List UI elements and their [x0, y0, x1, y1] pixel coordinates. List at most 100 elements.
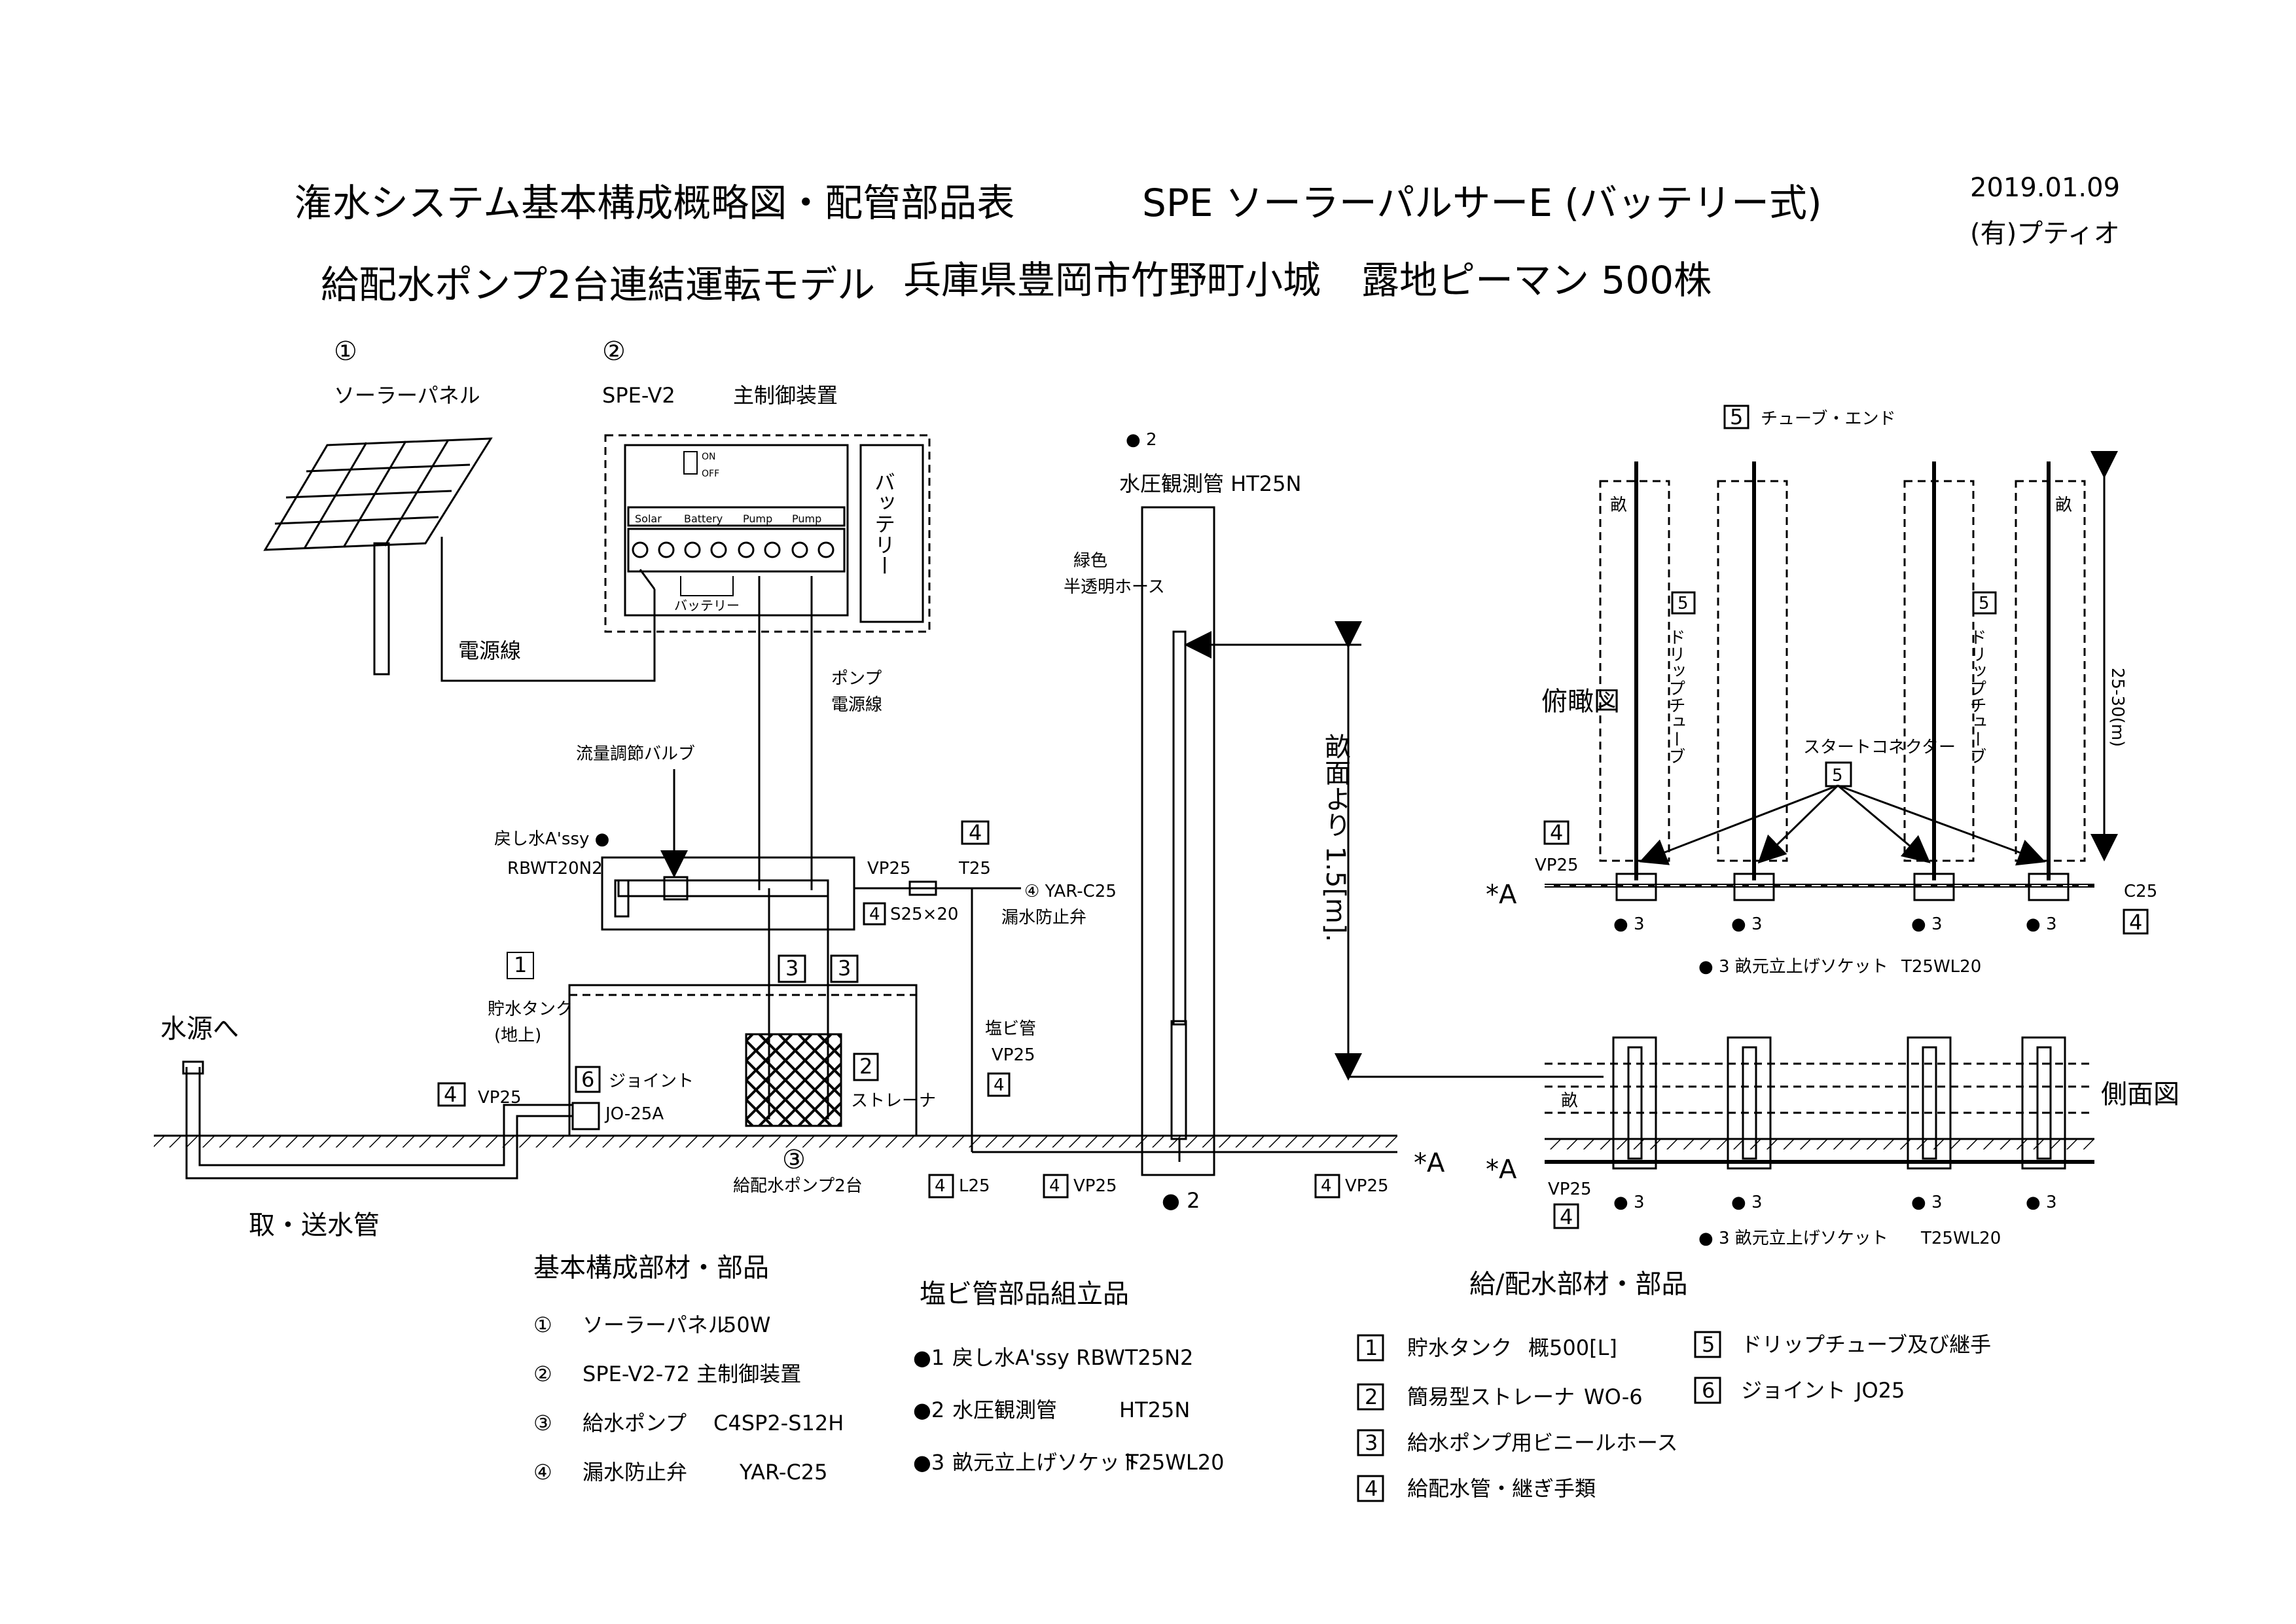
section-a-top: *A — [1486, 880, 1517, 910]
svg-text:③: ③ — [533, 1411, 552, 1435]
svg-text:4: 4 — [935, 1176, 946, 1196]
section-a-left: *A — [1414, 1148, 1445, 1178]
svg-text:VP25: VP25 — [1548, 1180, 1592, 1199]
svg-text:T25WL20: T25WL20 — [1901, 957, 1981, 977]
return-assy-label: 戻し水A'ssy ● — [494, 829, 609, 849]
svg-text:● 2: ● 2 — [1162, 1188, 1200, 1213]
svg-text:T25WL20: T25WL20 — [1920, 1229, 2001, 1248]
svg-text:● 3: ● 3 — [1731, 1193, 1763, 1212]
svg-text:5: 5 — [1677, 594, 1689, 613]
page-title: 潅水システム基本構成概略図・配管部品表 — [295, 181, 1014, 225]
length-label: 25-30(m) — [2108, 668, 2127, 747]
svg-text:Battery: Battery — [684, 513, 723, 525]
svg-text:50W: 50W — [723, 1312, 770, 1337]
svg-text:RBWT20N2: RBWT20N2 — [507, 859, 603, 878]
svg-text:YAR-C25: YAR-C25 — [739, 1460, 828, 1485]
solar-label: ソーラーパネル — [334, 383, 480, 408]
svg-text:●3: ●3 — [913, 1450, 944, 1475]
battery-box-label: バッテリー — [871, 471, 896, 576]
svg-text:● 3: ● 3 — [1911, 914, 1943, 934]
svg-text:T25WL20: T25WL20 — [1125, 1450, 1224, 1475]
svg-text:簡易型ストレーナ: 簡易型ストレーナ — [1407, 1384, 1575, 1409]
svg-text:4: 4 — [1550, 820, 1563, 845]
svg-text:● 2: ● 2 — [1126, 430, 1157, 450]
svg-text:ON: ON — [702, 452, 716, 462]
svg-text:VP25: VP25 — [1535, 856, 1579, 875]
svg-text:4: 4 — [994, 1075, 1005, 1095]
svg-text:● 3: ● 3 — [2026, 1193, 2057, 1212]
svg-text:● 3: ● 3 — [1613, 1193, 1645, 1212]
product-name: SPE ソーラーパルサーE (バッテリー式) — [1142, 181, 1822, 225]
svg-text:①: ① — [533, 1312, 552, 1337]
svg-text:Solar: Solar — [635, 513, 662, 525]
svg-text:給水ポンプ用ビニールホース: 給水ポンプ用ビニールホース — [1407, 1430, 1677, 1455]
svg-text:戻し水A'ssy RBWT25N2: 戻し水A'ssy RBWT25N2 — [952, 1345, 1193, 1370]
svg-text:2: 2 — [859, 1054, 872, 1079]
svg-text:JO25: JO25 — [1854, 1378, 1905, 1403]
flow-valve-label: 流量調節バルブ — [576, 744, 695, 764]
svg-text:塩ビ管部品組立品: 塩ビ管部品組立品 — [920, 1279, 1129, 1309]
svg-text:バッテリー: バッテリー — [674, 598, 740, 613]
svg-text:畝: 畝 — [1561, 1091, 1578, 1111]
solar-panel-icon — [263, 437, 493, 676]
svg-text:T25: T25 — [958, 859, 991, 878]
controller-name: SPE-V2 — [602, 383, 675, 408]
svg-text:OFF: OFF — [702, 469, 719, 479]
svg-text:Pump: Pump — [792, 513, 821, 525]
svg-text:4: 4 — [969, 820, 982, 845]
svg-text:②: ② — [533, 1362, 552, 1386]
parts-water: 給/配水部材・部品 1 貯水タンク 概500[L] 2 簡易型ストレーナ WO-… — [1357, 1269, 1991, 1502]
svg-text:S25×20: S25×20 — [890, 905, 958, 924]
svg-text:塩ビ管: 塩ビ管 — [985, 1019, 1036, 1039]
svg-text:畝元立上げソケット: 畝元立上げソケット — [952, 1450, 1141, 1475]
svg-text:4: 4 — [1321, 1176, 1332, 1196]
svg-text:水圧観測管: 水圧観測管 — [952, 1398, 1057, 1422]
svg-text:5: 5 — [1730, 405, 1743, 429]
svg-text:3: 3 — [1365, 1430, 1378, 1455]
pressure-tube-label: 水圧観測管 HT25N — [1119, 471, 1301, 496]
svg-text:ソーラーパネル: ソーラーパネル — [583, 1312, 729, 1337]
svg-text:ジョイント: ジョイント — [1741, 1378, 1846, 1403]
section-a-side: *A — [1486, 1155, 1517, 1185]
pump-num: ③ — [782, 1145, 806, 1175]
svg-text:2: 2 — [1365, 1384, 1378, 1409]
ground-hatch — [154, 1136, 1397, 1147]
joint-label: ジョイント — [609, 1072, 694, 1091]
svg-text:HT25N: HT25N — [1119, 1398, 1190, 1422]
power-line-label: 電源線 — [458, 638, 521, 663]
height-label: 畝面より 1.5[m]. — [1320, 733, 1350, 942]
svg-text:貯水タンク: 貯水タンク — [1407, 1335, 1512, 1360]
strainer — [745, 1033, 842, 1127]
solar-num: ① — [334, 336, 357, 367]
svg-text:● 3: ● 3 — [1911, 1193, 1943, 1212]
top-view-label: 俯瞰図 — [1541, 687, 1620, 717]
subtitle-model: 給配水ポンプ2台連結運転モデル — [321, 262, 875, 307]
svg-text:3: 3 — [785, 956, 798, 981]
leak-valve-label: 漏水防止弁 — [1001, 908, 1086, 928]
svg-text:4: 4 — [869, 905, 880, 924]
svg-text:SPE-V2-72 主制御装置: SPE-V2-72 主制御装置 — [583, 1362, 801, 1386]
svg-text:4: 4 — [1560, 1204, 1573, 1229]
drip-rows-top — [1599, 461, 2086, 880]
svg-text:● 3: ● 3 — [1731, 914, 1763, 934]
svg-text:5: 5 — [1832, 766, 1843, 785]
yar-label: ④ YAR-C25 — [1024, 882, 1117, 901]
svg-text:半透明ホース: 半透明ホース — [1064, 577, 1165, 597]
svg-text:JO-25A: JO-25A — [604, 1104, 664, 1124]
drip-tube-label-right: ドリップチューブ — [1967, 628, 1986, 765]
svg-text:畝: 畝 — [2055, 496, 2072, 515]
parts-basic: 基本構成部材・部品 ① ソーラーパネル 50W ② SPE-V2-72 主制御装… — [533, 1253, 844, 1485]
svg-text:●1: ●1 — [913, 1345, 944, 1370]
svg-text:漏水防止弁: 漏水防止弁 — [583, 1460, 687, 1485]
svg-text:4: 4 — [1049, 1176, 1060, 1196]
svg-text:④: ④ — [533, 1460, 552, 1485]
svg-text:1: 1 — [514, 952, 527, 977]
svg-text:VP25: VP25 — [1073, 1176, 1117, 1196]
svg-text:給水ポンプ: 給水ポンプ — [583, 1411, 687, 1435]
svg-text:VP25: VP25 — [1345, 1176, 1389, 1196]
hose-label: 緑色 — [1073, 551, 1107, 571]
parts-pvc: 塩ビ管部品組立品 ●1 戻し水A'ssy RBWT25N2 ●2 水圧観測管 H… — [913, 1279, 1224, 1475]
water-source-label: 水源へ — [160, 1014, 239, 1044]
svg-text:C4SP2-S12H: C4SP2-S12H — [713, 1411, 844, 1435]
